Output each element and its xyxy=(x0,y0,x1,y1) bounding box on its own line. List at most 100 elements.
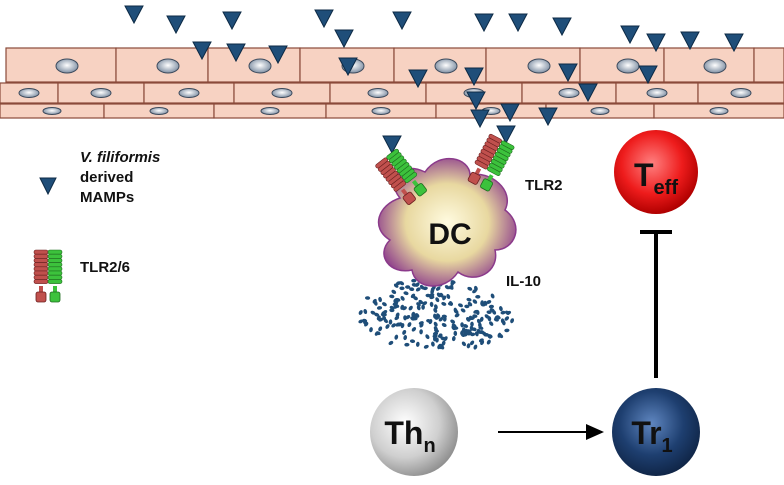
il10-dot xyxy=(436,292,442,298)
dendritic-cell-body xyxy=(377,157,517,287)
mamp-triangle xyxy=(338,57,358,77)
il10-dot xyxy=(391,323,396,328)
il10-dot xyxy=(370,310,376,315)
cell-nucleus xyxy=(271,88,293,98)
il10-dot xyxy=(425,293,431,298)
il10-dot xyxy=(464,328,469,334)
il10-dot xyxy=(467,301,473,307)
il10-dot xyxy=(460,322,464,328)
mamp-triangle xyxy=(500,103,520,123)
il10-dot xyxy=(475,294,481,299)
il10-dot xyxy=(479,316,484,322)
epithelial-cell xyxy=(57,82,145,104)
thn-cell: Thn xyxy=(370,388,458,476)
il10-dot xyxy=(453,309,459,314)
il10-dot xyxy=(478,326,484,330)
il10-dot xyxy=(458,303,463,308)
thn-label: Th xyxy=(384,415,423,451)
il10-dot xyxy=(431,341,435,347)
il10-dot xyxy=(472,299,478,304)
il10-dot xyxy=(372,298,377,304)
teff-subscript: eff xyxy=(654,177,679,199)
il10-dot xyxy=(403,315,407,321)
il10-dot xyxy=(400,296,405,301)
il10-dot xyxy=(399,281,405,286)
cell-nucleus xyxy=(156,58,180,74)
il10-dot xyxy=(402,306,407,311)
il10-dot xyxy=(504,316,510,321)
epithelial-cell xyxy=(521,82,617,104)
mamp-triangle xyxy=(680,31,700,51)
mamp-triangles xyxy=(124,5,744,155)
mamp-triangle xyxy=(552,17,572,37)
il10-dot xyxy=(358,310,363,315)
il10-dot xyxy=(407,322,412,328)
thn-subscript: n xyxy=(423,435,435,457)
il10-dot xyxy=(429,301,434,307)
il10-dot xyxy=(374,331,380,336)
il10-dot xyxy=(448,301,453,306)
il10-dot xyxy=(486,300,492,304)
il10-dot xyxy=(409,339,416,344)
il10-dot xyxy=(358,319,364,324)
il10-dot xyxy=(460,308,466,313)
il10-dot xyxy=(416,305,421,311)
epithelial-cell xyxy=(233,82,331,104)
il10-dot xyxy=(395,322,401,327)
tlr-receptor-right xyxy=(467,133,515,192)
cell-nucleus xyxy=(616,58,640,74)
il10-dot xyxy=(467,286,473,291)
il10-dot xyxy=(376,315,381,321)
epithelial-cell xyxy=(615,82,699,104)
il10-dot xyxy=(408,305,413,311)
il10-dot xyxy=(415,341,420,347)
mamp-triangle xyxy=(268,45,288,65)
legend-mamp-label-1: V. filiformis xyxy=(80,149,160,166)
cell-nucleus xyxy=(527,58,551,74)
mamp-triangle xyxy=(620,25,640,45)
il10-dot xyxy=(450,319,456,324)
il10-dot xyxy=(438,333,443,339)
epithelial-layer xyxy=(0,47,784,119)
cell-nucleus xyxy=(434,58,458,74)
il10-dot xyxy=(399,286,405,291)
il10-dot xyxy=(391,289,397,294)
teff-circle xyxy=(614,130,698,214)
il10-dot xyxy=(448,285,454,290)
epithelial-cell xyxy=(115,47,209,83)
il10-dot xyxy=(504,328,510,333)
tlr2-label: TLR2 xyxy=(525,177,563,194)
il10-dot xyxy=(487,334,492,339)
il10-dot xyxy=(376,306,383,310)
il10-dot xyxy=(435,297,440,303)
il10-dot xyxy=(471,327,477,332)
il10-dot xyxy=(363,308,368,315)
epithelial-cell xyxy=(653,103,784,119)
il10-dot xyxy=(472,289,477,294)
legend-mamp-label-2: derived xyxy=(80,169,133,186)
il10-dot xyxy=(499,306,503,312)
mamp-triangle xyxy=(496,125,516,145)
mamp-triangle xyxy=(508,13,528,33)
il10-dot xyxy=(480,300,485,306)
tlr-receptor-left xyxy=(375,148,427,205)
il10-dot xyxy=(453,330,458,336)
epithelial-cell xyxy=(103,103,215,119)
il10-dot xyxy=(369,327,373,333)
il10-dot xyxy=(435,286,441,291)
epithelial-cell xyxy=(753,47,784,83)
il10-dot xyxy=(498,333,504,339)
il10-dot xyxy=(473,309,479,314)
il10-cytokine-dots xyxy=(358,278,515,350)
cell-nucleus xyxy=(149,107,169,115)
mamp-triangle xyxy=(724,33,744,53)
il10-dot xyxy=(389,308,395,313)
epithelial-cell xyxy=(329,82,427,104)
epithelial-cell xyxy=(213,103,327,119)
mamp-triangle xyxy=(222,11,242,31)
il10-dot xyxy=(438,317,444,322)
il10-dot xyxy=(454,313,460,318)
teff-cell: Teff xyxy=(614,130,698,214)
il10-dot xyxy=(378,296,382,303)
